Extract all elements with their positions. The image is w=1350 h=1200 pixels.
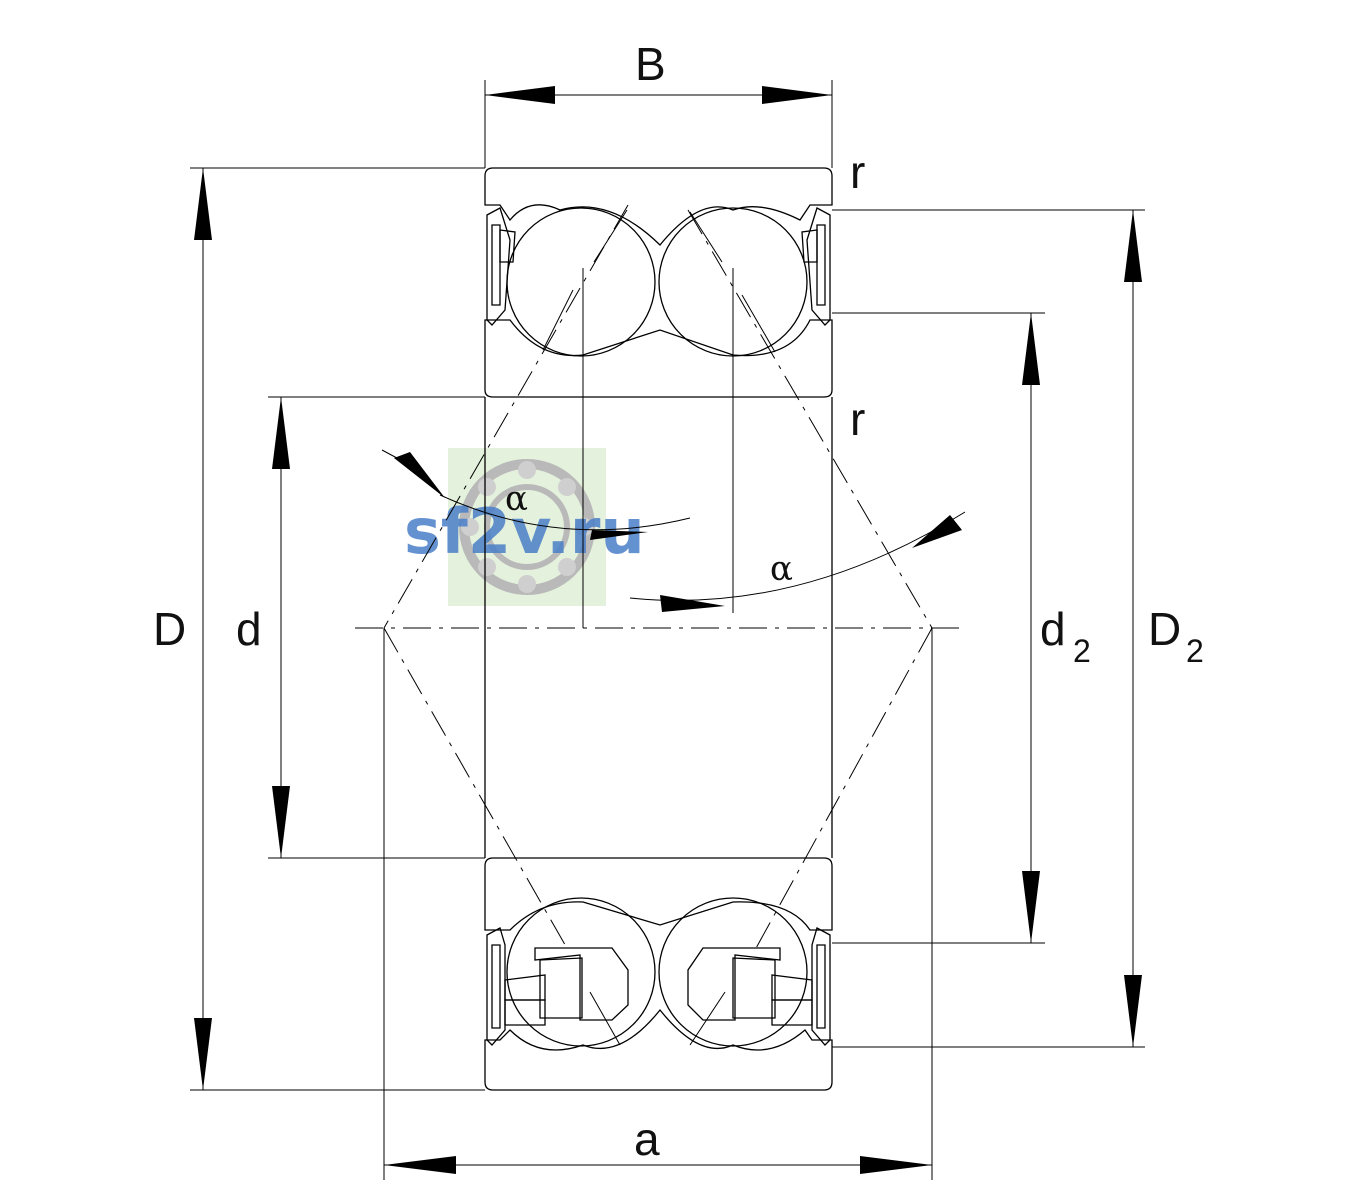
bearing-bore [484, 397, 833, 858]
dimension-d [272, 397, 290, 858]
label-r-inner: r [850, 393, 865, 445]
label-d2-main: d [1040, 603, 1066, 655]
outer-ring-bottom [484, 1008, 833, 1091]
label-a: a [634, 1113, 660, 1165]
cage-bottom-right [687, 947, 813, 1026]
label-D2: D 2 [1148, 603, 1204, 669]
label-D2-main: D [1148, 603, 1181, 655]
angle-alpha-right [629, 511, 966, 612]
watermark: sf2v.ru [404, 448, 645, 606]
ball-bottom-left [506, 897, 656, 1047]
seal-top-right [801, 207, 831, 326]
ball-top-right [658, 207, 808, 357]
center-lines [355, 204, 960, 951]
inner-ring-top [484, 319, 833, 398]
dimension-D [194, 168, 212, 1090]
extension-lines [190, 80, 1145, 1180]
label-d: d [236, 603, 262, 655]
label-alpha-right: α [770, 549, 793, 589]
outer-ring-top [484, 167, 833, 246]
dimension-a [384, 1156, 932, 1174]
angle-alpha-left [381, 449, 691, 540]
seal-top-left [486, 207, 516, 326]
ball-bottom-right [658, 897, 808, 1047]
watermark-bearing-icon [459, 459, 595, 595]
label-D2-sub: 2 [1186, 633, 1204, 669]
ball-top-left [506, 207, 656, 357]
seal-bottom-right [811, 927, 831, 1046]
label-B: B [635, 38, 666, 90]
cage-bottom-left [504, 947, 629, 1026]
bearing-bottom-section [484, 857, 833, 1091]
dimension-D2 [1124, 210, 1142, 1047]
dimension-d2 [1022, 313, 1040, 943]
label-d2-sub: 2 [1073, 633, 1091, 669]
inner-ring-bottom [484, 857, 833, 931]
dimension-B [485, 86, 832, 104]
label-d2: d 2 [1040, 603, 1091, 669]
label-r-outer: r [850, 146, 865, 198]
label-alpha-left: α [505, 479, 528, 519]
label-D: D [153, 603, 186, 655]
bearing-top-section [484, 167, 833, 398]
seal-bottom-left [486, 927, 506, 1046]
